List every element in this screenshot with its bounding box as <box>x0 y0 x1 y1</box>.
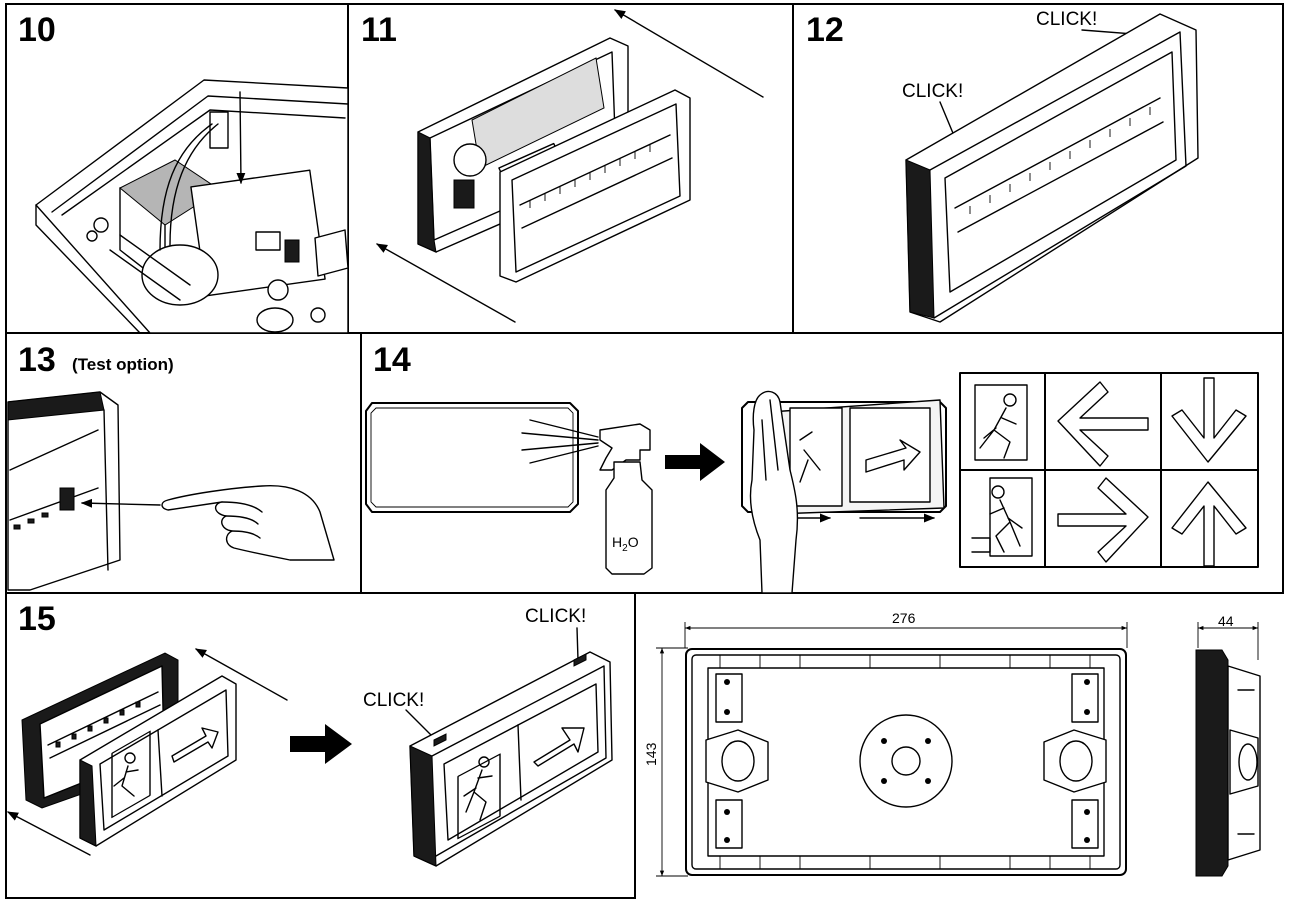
arrow-up-icon <box>1171 481 1247 567</box>
bottle-label: H2O <box>612 534 639 554</box>
test-option-label: (Test option) <box>72 355 174 374</box>
panel-12: 12 CLICK! CLICK! <box>806 9 1199 323</box>
arrow-down-icon <box>1171 377 1247 463</box>
sign-cover-illustration <box>79 675 237 847</box>
housing-side-illustration <box>7 391 121 591</box>
panel-surface <box>365 402 579 513</box>
diffuser-illustration <box>499 89 691 283</box>
step-number-10: 10 <box>18 11 56 49</box>
click-label-top-right: CLICK! <box>525 606 586 627</box>
running-man-icon <box>457 753 501 840</box>
spray-mist <box>521 419 599 464</box>
side-dimension-drawing: 44 <box>1195 613 1261 877</box>
step-number-14: 14 <box>373 341 411 379</box>
step-number-13: 13 <box>18 341 56 379</box>
hand-icon <box>749 390 799 594</box>
dimension-height: 143 <box>643 742 659 766</box>
arrow-left-icon <box>376 243 516 323</box>
running-man-icon <box>971 477 1033 557</box>
step-number-12: 12 <box>806 11 844 49</box>
running-man-icon <box>974 384 1028 461</box>
step-number-11: 11 <box>361 11 397 49</box>
click-label-top: CLICK! <box>1036 9 1097 30</box>
assembled-sign-illustration <box>409 651 613 867</box>
dimension-depth: 44 <box>1218 613 1234 629</box>
sign-legend-grid <box>959 372 1259 568</box>
front-dimension-drawing: 276 143 <box>643 610 1128 877</box>
arrow-left-icon <box>1057 381 1149 467</box>
panel-14: 14 H2O <box>365 341 1259 594</box>
arrow-right-icon <box>1057 477 1149 563</box>
dimension-width: 276 <box>892 610 916 626</box>
panel-10: 10 <box>18 11 349 334</box>
step-number-15: 15 <box>18 600 56 638</box>
panel-13: 13 (Test option) <box>7 341 335 591</box>
arrow-right-icon <box>533 727 585 767</box>
pointing-finger-icon <box>161 485 335 561</box>
spray-bottle-icon: H2O <box>599 423 653 575</box>
block-arrow-right-icon <box>665 443 725 481</box>
arrow-up-left-icon <box>614 9 764 98</box>
open-housing-illustration <box>35 79 349 334</box>
block-arrow-right-icon <box>290 724 352 764</box>
arrow-down-icon <box>236 91 246 185</box>
click-label-left: CLICK! <box>363 690 424 711</box>
assembled-housing-illustration <box>905 13 1199 323</box>
sticker-application-illustration <box>741 399 947 523</box>
click-label-left: CLICK! <box>902 81 963 102</box>
panel-11: 11 <box>361 9 764 323</box>
panel-15: 15 CLICK! CLICK! <box>7 600 613 867</box>
